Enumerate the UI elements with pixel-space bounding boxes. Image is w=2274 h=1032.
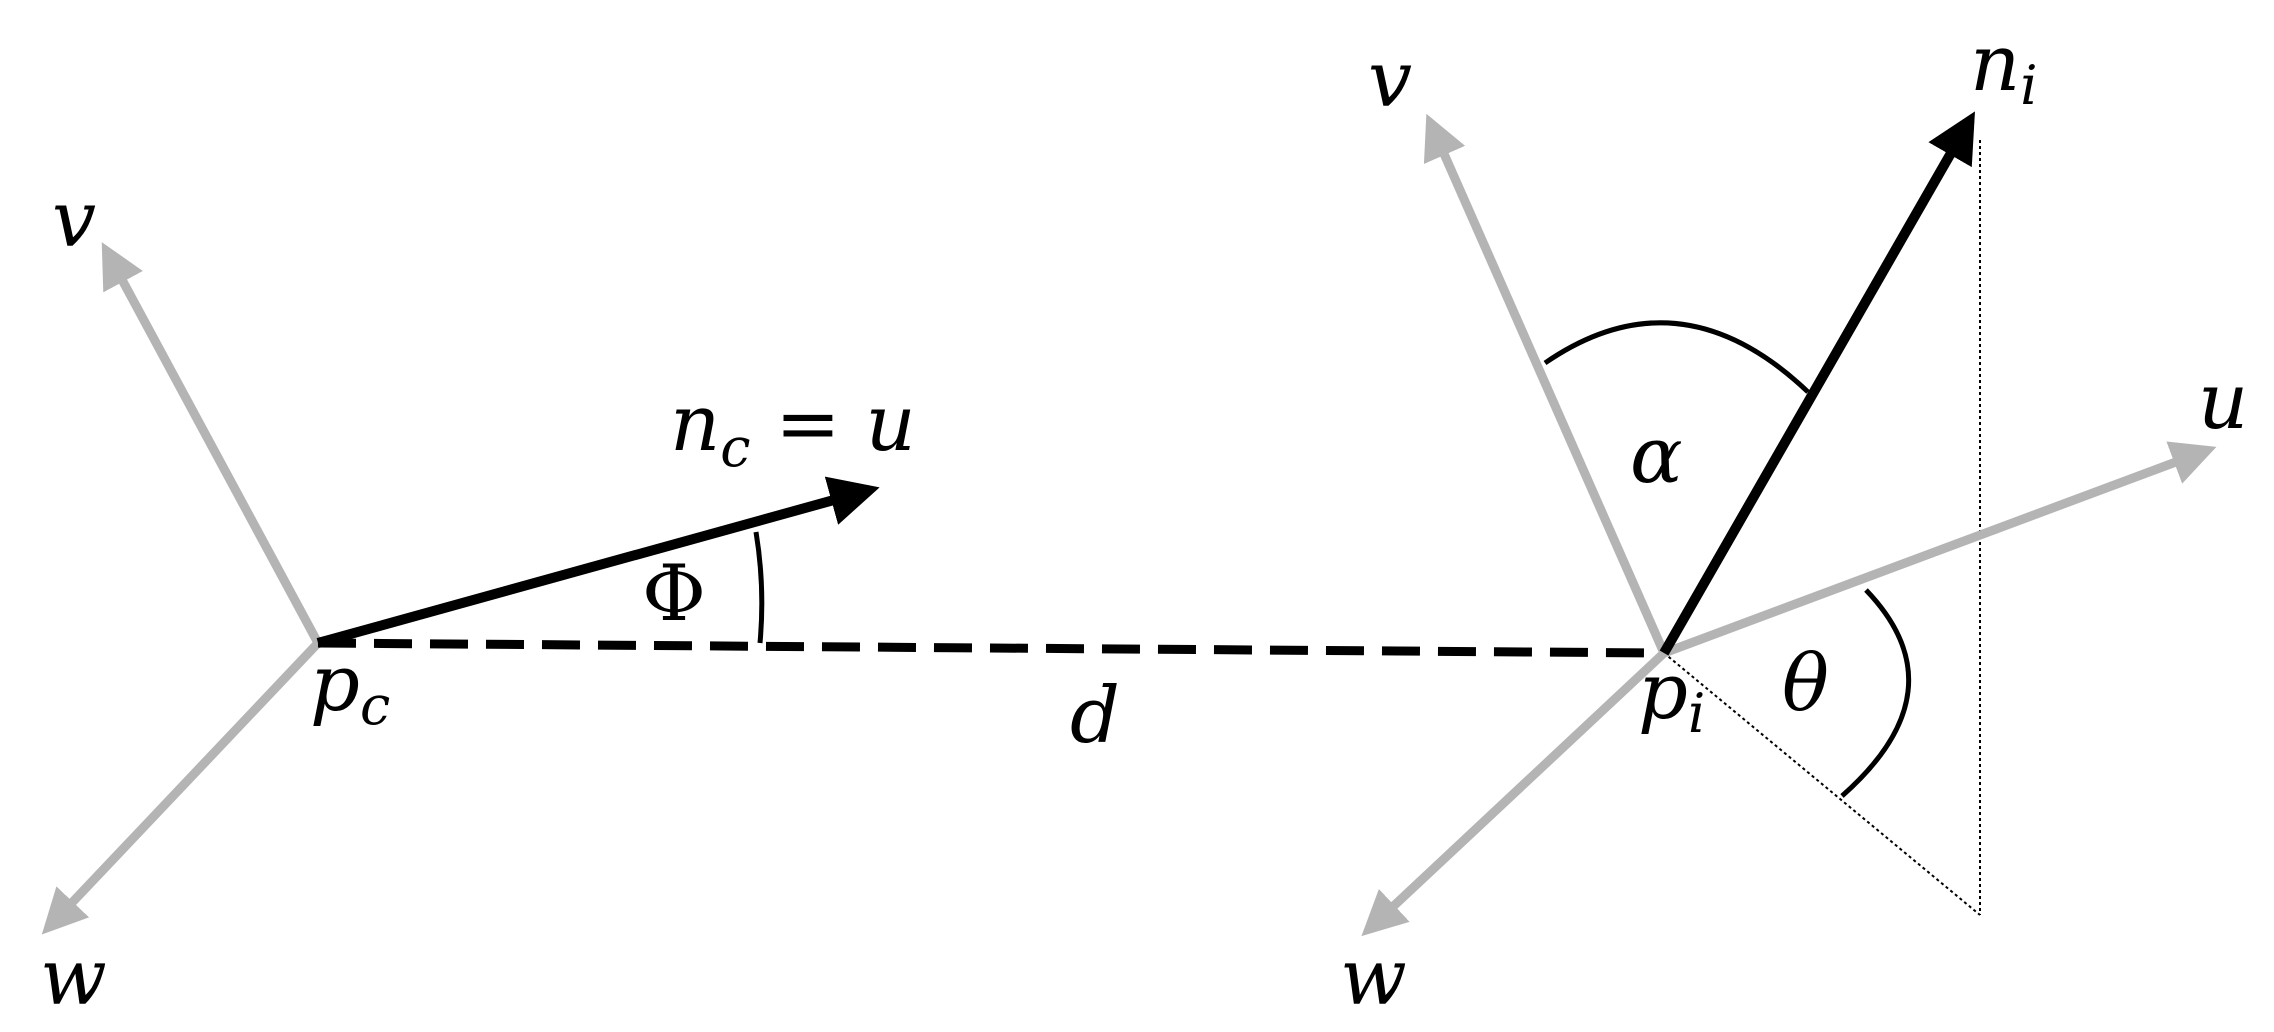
left-v-label: v	[52, 175, 96, 265]
theta-angle-arc	[1840, 588, 1912, 798]
left-v-axis	[101, 242, 322, 646]
right-normal-label: ni	[1970, 19, 2038, 117]
right-u-axis	[1662, 441, 2217, 658]
right-w-label: w	[1340, 933, 1407, 1023]
alpha-label: α	[1630, 411, 1683, 501]
left-normal-label: nc = u	[670, 379, 916, 479]
right-frame	[1361, 111, 2217, 937]
left-point-label: pc	[310, 639, 390, 737]
phi-angle-arc	[753, 531, 765, 644]
theta-label: θ	[1782, 639, 1829, 729]
right-v-label: v	[1368, 35, 1412, 125]
right-v-axis	[1423, 113, 1669, 655]
right-normal-vector	[1659, 111, 1975, 656]
distance-line	[317, 638, 1665, 658]
diagonal-projection-line	[1663, 652, 1981, 916]
right-u-label: u	[2198, 357, 2248, 447]
left-frame	[41, 242, 880, 935]
right-point-label: pi	[1638, 647, 1705, 745]
left-w-label: w	[40, 933, 107, 1023]
alpha-angle-arc	[1543, 320, 1810, 394]
distance-label: d	[1070, 671, 1120, 761]
phi-label: Φ	[642, 549, 706, 639]
left-normal-vector	[316, 476, 880, 648]
right-w-axis	[1361, 649, 1668, 937]
left-w-axis	[41, 639, 322, 935]
